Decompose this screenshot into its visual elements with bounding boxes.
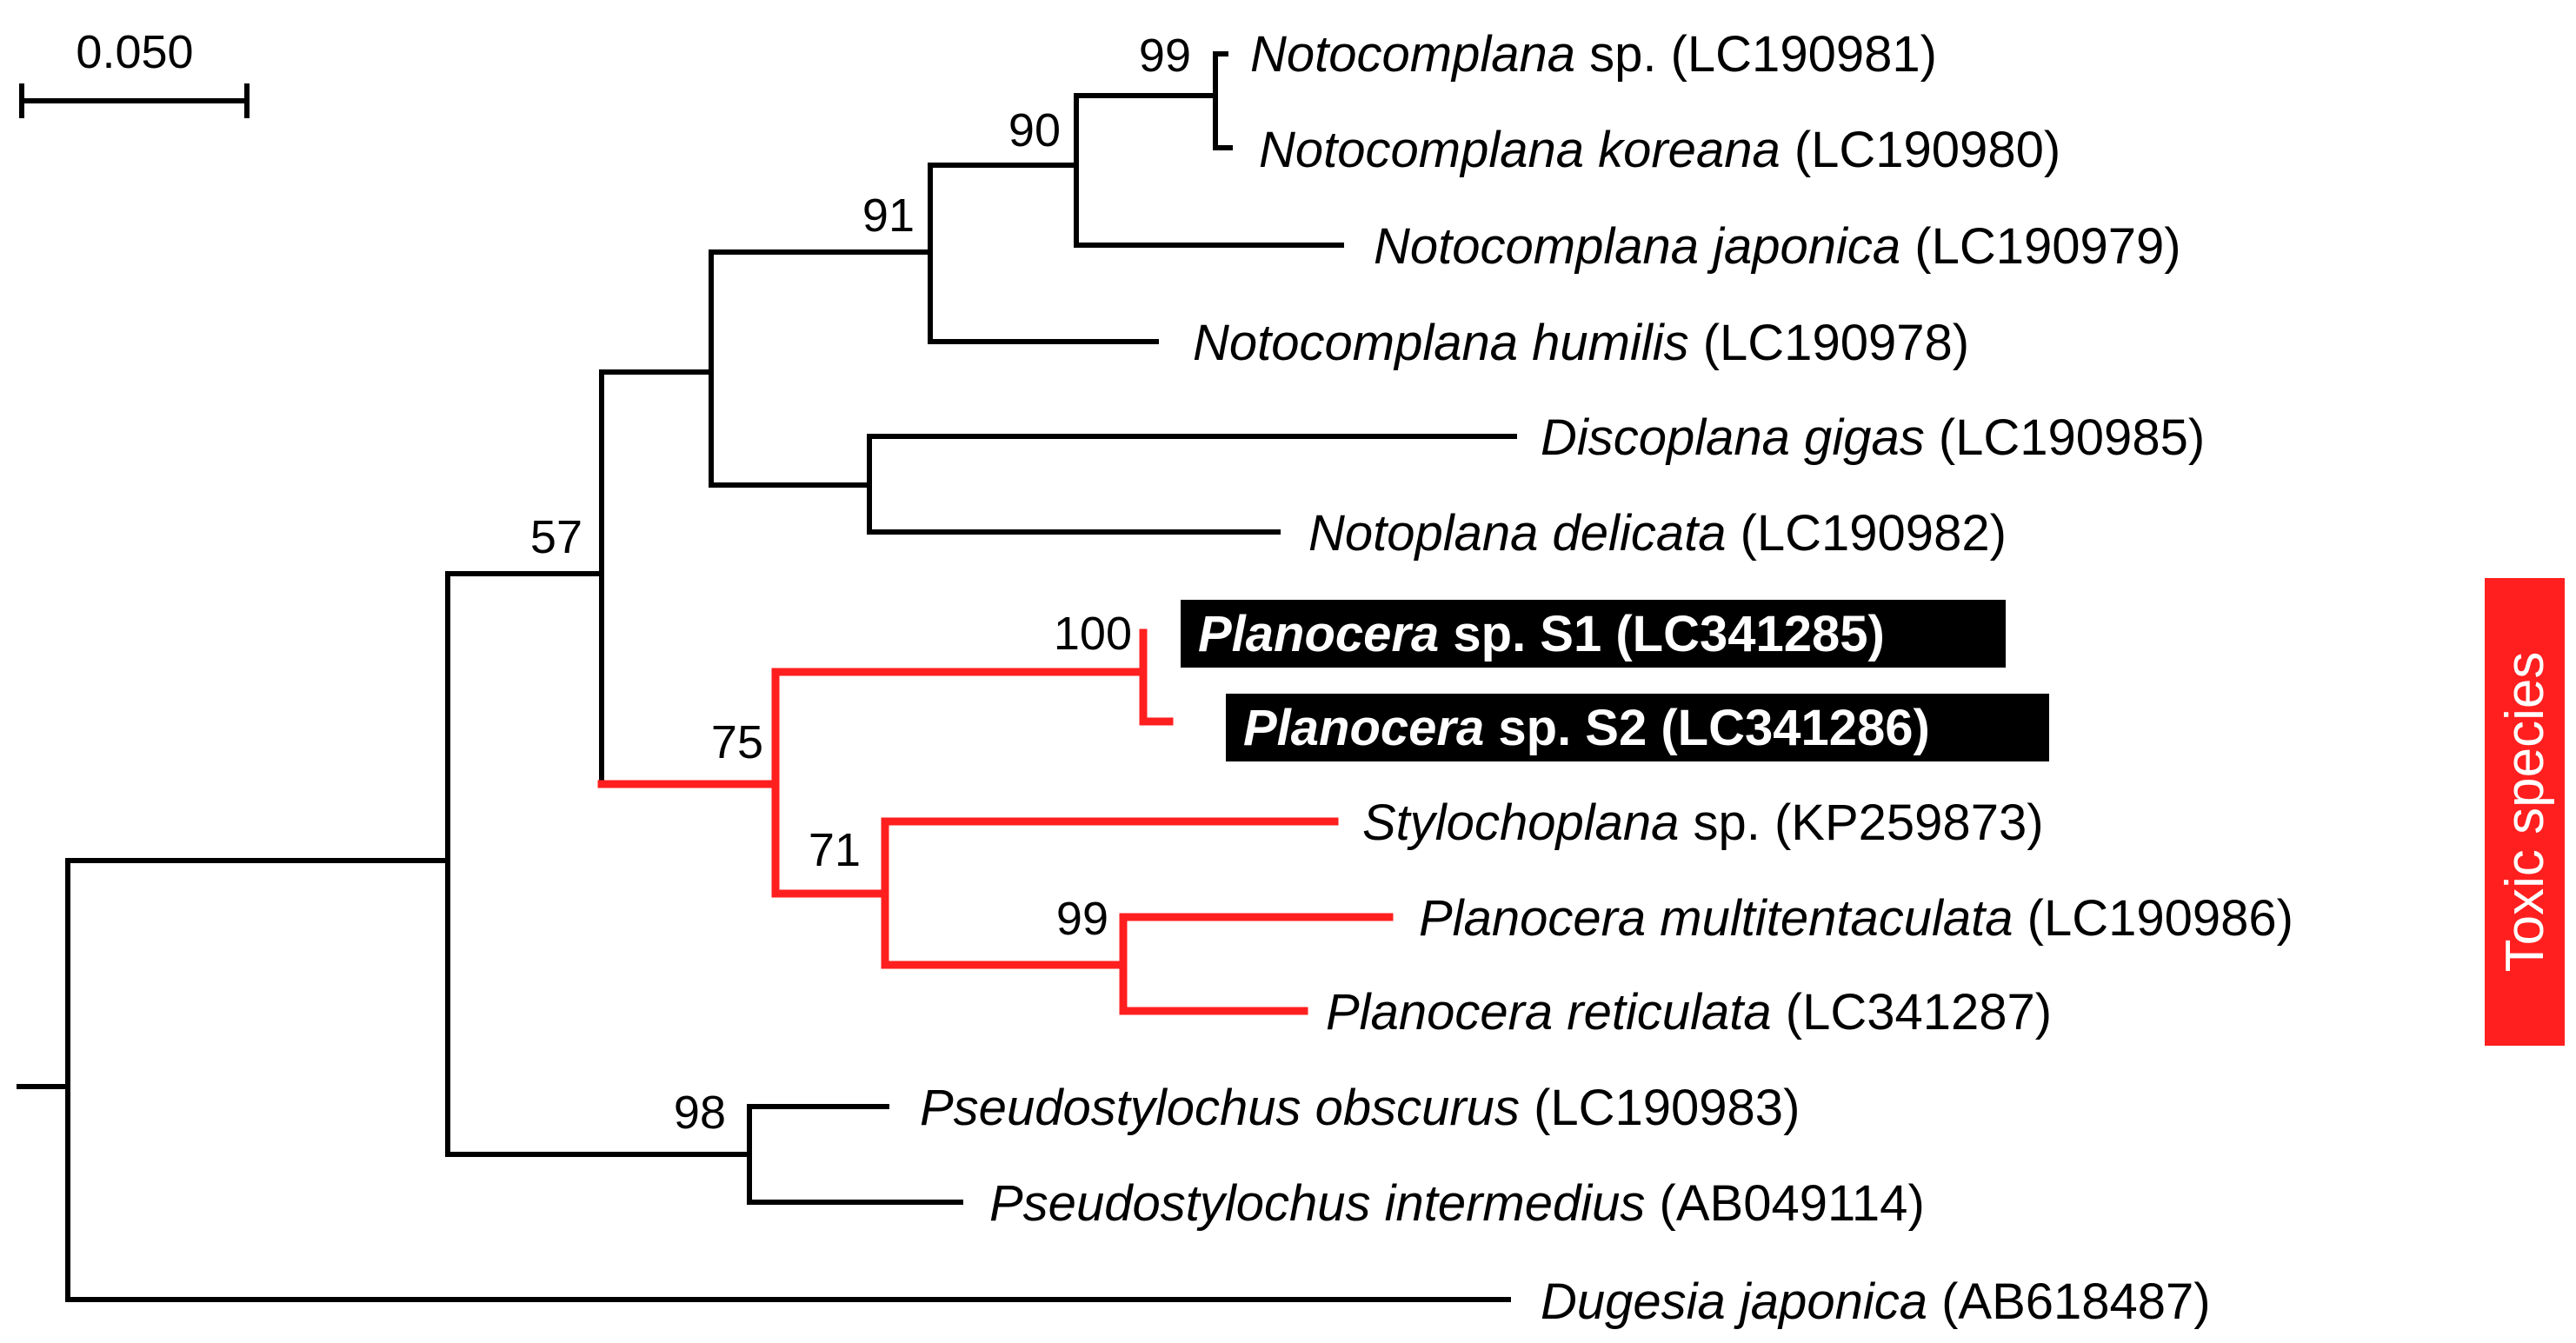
taxon-name: Planocera: [1243, 700, 1484, 756]
taxon-label: Planocera reticulata (LC341287): [1326, 984, 2052, 1040]
taxon-accession: (LC190983): [1520, 1080, 1800, 1136]
taxon-name: Notocomplana humilis: [1193, 315, 1689, 371]
support-value: 90: [1008, 104, 1061, 156]
toxic-species-bar: Toxic species: [2485, 578, 2565, 1046]
taxon-name: Stylochoplana: [1362, 794, 1679, 851]
taxon-name: Notoplana delicata: [1308, 505, 1726, 562]
support-value: 100: [1054, 608, 1132, 660]
taxon-name: Planocera reticulata: [1326, 984, 1772, 1040]
taxon-accession: (LC190985): [1925, 409, 2205, 466]
support-value: 57: [530, 511, 582, 563]
taxon-name: Discoplana gigas: [1541, 409, 1925, 466]
highlight-box-s2: [1226, 694, 2049, 761]
taxon-label: Notocomplana japonica (LC190979): [1374, 218, 2181, 275]
support-values: 99 90 91 57 100 75 71 99 98: [530, 30, 1191, 1139]
taxon-label-highlighted: Planocera sp. S2 (LC341286): [1243, 700, 1930, 756]
support-value: 99: [1056, 893, 1108, 945]
taxon-name: Pseudostylochus obscurus: [920, 1080, 1520, 1136]
support-value: 99: [1139, 30, 1191, 82]
toxic-branches: [597, 628, 1394, 1015]
scale-bar-label: 0.050: [76, 26, 193, 78]
support-value: 75: [711, 716, 763, 768]
taxon-accession: (AB049114): [1645, 1175, 1924, 1232]
taxon-label-highlighted: Planocera sp. S1 (LC341285): [1198, 606, 1885, 662]
taxon-label: Discoplana gigas (LC190985): [1541, 409, 2205, 466]
scale-bar: 0.050: [19, 26, 250, 118]
highlight-box-s1: [1181, 600, 2006, 668]
taxon-accession: sp. (LC190981): [1575, 26, 1937, 83]
taxon-label: Notocomplana koreana (LC190980): [1259, 122, 2060, 178]
taxon-accession: (AB618487): [1927, 1273, 2211, 1330]
taxon-accession: (LC190982): [1726, 505, 2006, 562]
taxon-label: Pseudostylochus obscurus (LC190983): [920, 1080, 1800, 1136]
toxic-species-bar-bg: [2485, 578, 2565, 1046]
tree-branches: [17, 51, 1517, 1302]
taxon-name: Notocomplana: [1250, 26, 1575, 83]
taxon-label: Notocomplana sp. (LC190981): [1250, 26, 1937, 83]
taxon-label: Notocomplana humilis (LC190978): [1193, 315, 1969, 371]
taxon-name: Notocomplana koreana: [1259, 122, 1781, 178]
taxon-name: Planocera: [1198, 606, 1439, 662]
support-value: 98: [674, 1087, 726, 1139]
taxon-accession: (LC190986): [2014, 890, 2293, 947]
taxon-label: Dugesia japonica (AB618487): [1541, 1273, 2211, 1330]
taxon-accession: (LC190980): [1781, 122, 2060, 178]
taxon-accession: (LC190978): [1689, 315, 1969, 371]
taxon-accession: sp. (KP259873): [1679, 794, 2043, 851]
toxic-species-label: Toxic species: [2495, 652, 2555, 973]
taxon-name: Dugesia japonica: [1541, 1273, 1927, 1330]
taxon-accession: (LC190979): [1900, 218, 2180, 275]
support-value: 91: [862, 189, 915, 242]
taxon-accession: (LC341287): [1772, 984, 2052, 1040]
taxon-name: Planocera multitentaculata: [1419, 890, 2014, 947]
taxon-label: Notoplana delicata (LC190982): [1308, 505, 2007, 562]
taxon-name: Pseudostylochus intermedius: [989, 1175, 1645, 1232]
taxon-labels: Notocomplana sp. (LC190981) Notocomplana…: [920, 26, 2293, 1330]
support-value: 71: [809, 824, 861, 876]
taxon-label: Stylochoplana sp. (KP259873): [1362, 794, 2044, 851]
taxon-accession: sp. S1 (LC341285): [1439, 606, 1885, 662]
taxon-name: Notocomplana japonica: [1374, 218, 1900, 275]
taxon-label: Planocera multitentaculata (LC190986): [1419, 890, 2293, 947]
taxon-accession: sp. S2 (LC341286): [1484, 700, 1930, 756]
taxon-label: Pseudostylochus intermedius (AB049114): [989, 1175, 1925, 1232]
